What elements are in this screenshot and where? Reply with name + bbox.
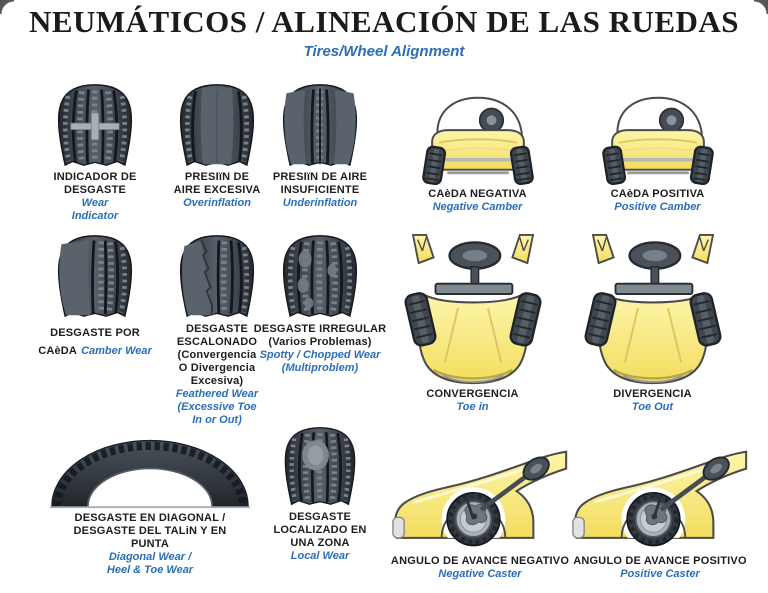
tire-diagonal-wear-illustration (50, 439, 250, 509)
label-en: Local Wear (290, 549, 350, 562)
label-en: Spotty / Chopped Wear (Multiproblem) (259, 348, 381, 374)
label-es: PRESIïN DE AIRE EXCESIVA (173, 171, 261, 196)
figure-negative-caster: ANGULO DE AVANCE NEGATIVO Negative Caste… (390, 448, 570, 581)
figure-positive-camber: CAèDA POSITIVA Positive Camber (585, 86, 730, 214)
tire-wear-indicator-illustration (57, 84, 133, 166)
label-es: CONVERGENCIA (426, 388, 519, 400)
figure-toe-out: DIVERGENCIA Toe Out (575, 233, 730, 414)
label-en: Wear Indicator (71, 196, 119, 222)
figure-toe-in: CONVERGENCIA Toe in (395, 233, 550, 414)
tire-irregular-wear-illustration (282, 235, 358, 317)
tire-camber-wear-illustration (57, 235, 133, 317)
label-en: Feathered Wear (Excessive Toe In or Out) (175, 387, 259, 426)
tire-feathered-wear-illustration (179, 235, 255, 317)
label-es: CAèDA POSITIVA (610, 188, 705, 200)
label-en: Diagonal Wear / Heel & Toe Wear (106, 550, 194, 576)
car-positive-camber-illustration (600, 86, 715, 185)
label-en: Positive Caster (620, 567, 700, 580)
label-es: ANGULO DE AVANCE NEGATIVO (390, 555, 570, 567)
page-subtitle: Tires/Wheel Alignment (303, 43, 465, 60)
label-en: Positive Camber (614, 200, 701, 213)
car-toe-in-illustration (402, 233, 543, 385)
figure-positive-caster: ANGULO DE AVANCE POSITIVO Positive Caste… (570, 448, 750, 581)
figure-overinflation: PRESIïN DE AIRE EXCESIVA Overinflation (152, 82, 282, 210)
label-es: INDICADOR DE DESGASTE (53, 171, 137, 196)
label-es: DESGASTE ESCALONADO (Convergencia O Dive… (176, 323, 258, 387)
label-es: PRESIïN DE AIRE INSUFICIENTE (272, 171, 368, 196)
figure-feathered-wear: DESGASTE ESCALONADO (Convergencia O Dive… (152, 232, 282, 427)
car-negative-caster-illustration (391, 448, 569, 551)
label-es: DESGASTE EN DIAGONAL / DESGASTE DEL TALi… (73, 512, 227, 550)
car-positive-caster-illustration (571, 448, 749, 551)
figure-negative-camber: CAèDA NEGATIVA Negative Camber (405, 86, 550, 214)
label-en: Underinflation (282, 196, 358, 209)
figure-local-wear: DESGASTE LOCALIZADO EN UNA ZONA Local We… (250, 424, 390, 563)
label-en: Toe in (456, 400, 489, 413)
figure-diagonal-wear: DESGASTE EN DIAGONAL / DESGASTE DEL TALi… (25, 437, 275, 577)
car-negative-camber-illustration (420, 86, 535, 185)
tire-local-wear-illustration (284, 427, 356, 505)
label-en: Toe Out (631, 400, 674, 413)
label-es: ANGULO DE AVANCE POSITIVO (573, 555, 747, 567)
car-toe-out-illustration (582, 233, 723, 385)
figure-irregular-wear: DESGASTE IRREGULAR (Varios Problemas) Sp… (245, 232, 395, 375)
tire-overinflation-illustration (179, 84, 255, 166)
tire-underinflation-illustration (282, 84, 358, 166)
label-es: DESGASTE LOCALIZADO EN UNA ZONA (273, 511, 367, 549)
figure-wear-indicator: INDICADOR DE DESGASTE Wear Indicator (30, 82, 160, 223)
label-es: DESGASTE POR CAèDA (38, 327, 140, 357)
page-title: NEUMÁTICOS / ALINEACIÓN DE LAS RUEDAS (28, 4, 740, 39)
label-es: DIVERGENCIA (613, 388, 692, 400)
label-en: Negative Caster (438, 567, 522, 580)
label-en: Negative Camber (432, 200, 523, 213)
figure-underinflation: PRESIïN DE AIRE INSUFICIENTE Underinflat… (255, 82, 385, 210)
label-en: Overinflation (183, 196, 251, 209)
label-en: Camber Wear (81, 345, 152, 357)
label-es: DESGASTE IRREGULAR (Varios Problemas) (253, 323, 387, 348)
label-es: CAèDA NEGATIVA (428, 188, 527, 200)
